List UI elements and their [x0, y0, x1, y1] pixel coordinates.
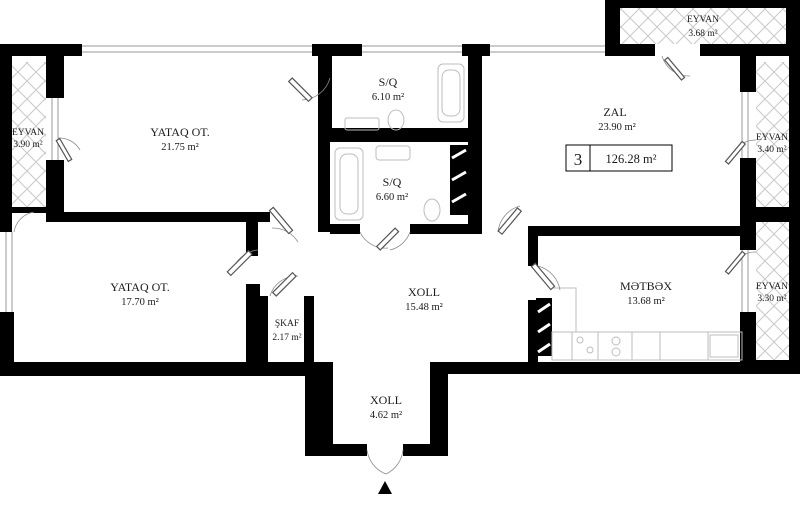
living-room-name: ZAL	[603, 105, 626, 119]
total-area: 126.28 m²	[606, 152, 657, 166]
ventilation-shafts	[450, 145, 552, 356]
total-area-box: 3 126.28 m²	[565, 144, 673, 172]
bathroom-2-area: 6.60 m²	[376, 192, 408, 203]
balcony-floor-right-top	[756, 62, 789, 207]
bathroom-1-name: S/Q	[379, 75, 398, 89]
hall-2-name: XOLL	[370, 393, 402, 407]
balcony-floor-right-bottom	[756, 222, 789, 360]
closet-area: 2.17 m²	[272, 333, 301, 343]
balcony-top-name: EYVAN	[687, 15, 719, 25]
balcony-right-top-area: 3.40 m²	[757, 145, 786, 155]
balcony-right-bottom-name: EYVAN	[756, 282, 788, 292]
bedroom-2-name: YATAQ OT.	[110, 280, 169, 294]
balcony-left-name: EYVAN	[12, 128, 44, 138]
living-room-area: 23.90 m²	[598, 122, 636, 133]
kitchen-name: MƏTBƏX	[620, 279, 672, 293]
hall-2-area: 4.62 m²	[370, 410, 402, 421]
bathroom-fixtures	[334, 63, 465, 222]
hall-1-area: 15.48 m²	[405, 302, 443, 313]
balcony-floor-left	[12, 62, 46, 207]
entrance-arrow-icon	[378, 481, 392, 494]
bathroom-1-area: 6.10 m²	[372, 92, 404, 103]
walls	[0, 0, 800, 456]
closet-name: ŞKAF	[275, 319, 299, 329]
balcony-left-area: 3.90 m²	[13, 140, 42, 150]
kitchen-area: 13.68 m²	[627, 296, 665, 307]
balcony-floor-top	[620, 8, 786, 44]
balcony-right-top-name: EYVAN	[756, 133, 788, 143]
hall-1-name: XOLL	[408, 285, 440, 299]
kitchen-counter	[551, 287, 743, 361]
windows	[5, 45, 749, 312]
bedroom-1-area: 21.75 m²	[161, 142, 199, 153]
bedroom-1-name: YATAQ OT.	[150, 125, 209, 139]
doors	[13, 55, 757, 475]
balcony-right-bottom-area: 3.30 m²	[757, 294, 786, 304]
balcony-top-area: 3.68 m²	[688, 29, 717, 39]
bathroom-2-name: S/Q	[383, 175, 402, 189]
bedroom-2-area: 17.70 m²	[121, 297, 159, 308]
room-count: 3	[574, 150, 583, 169]
